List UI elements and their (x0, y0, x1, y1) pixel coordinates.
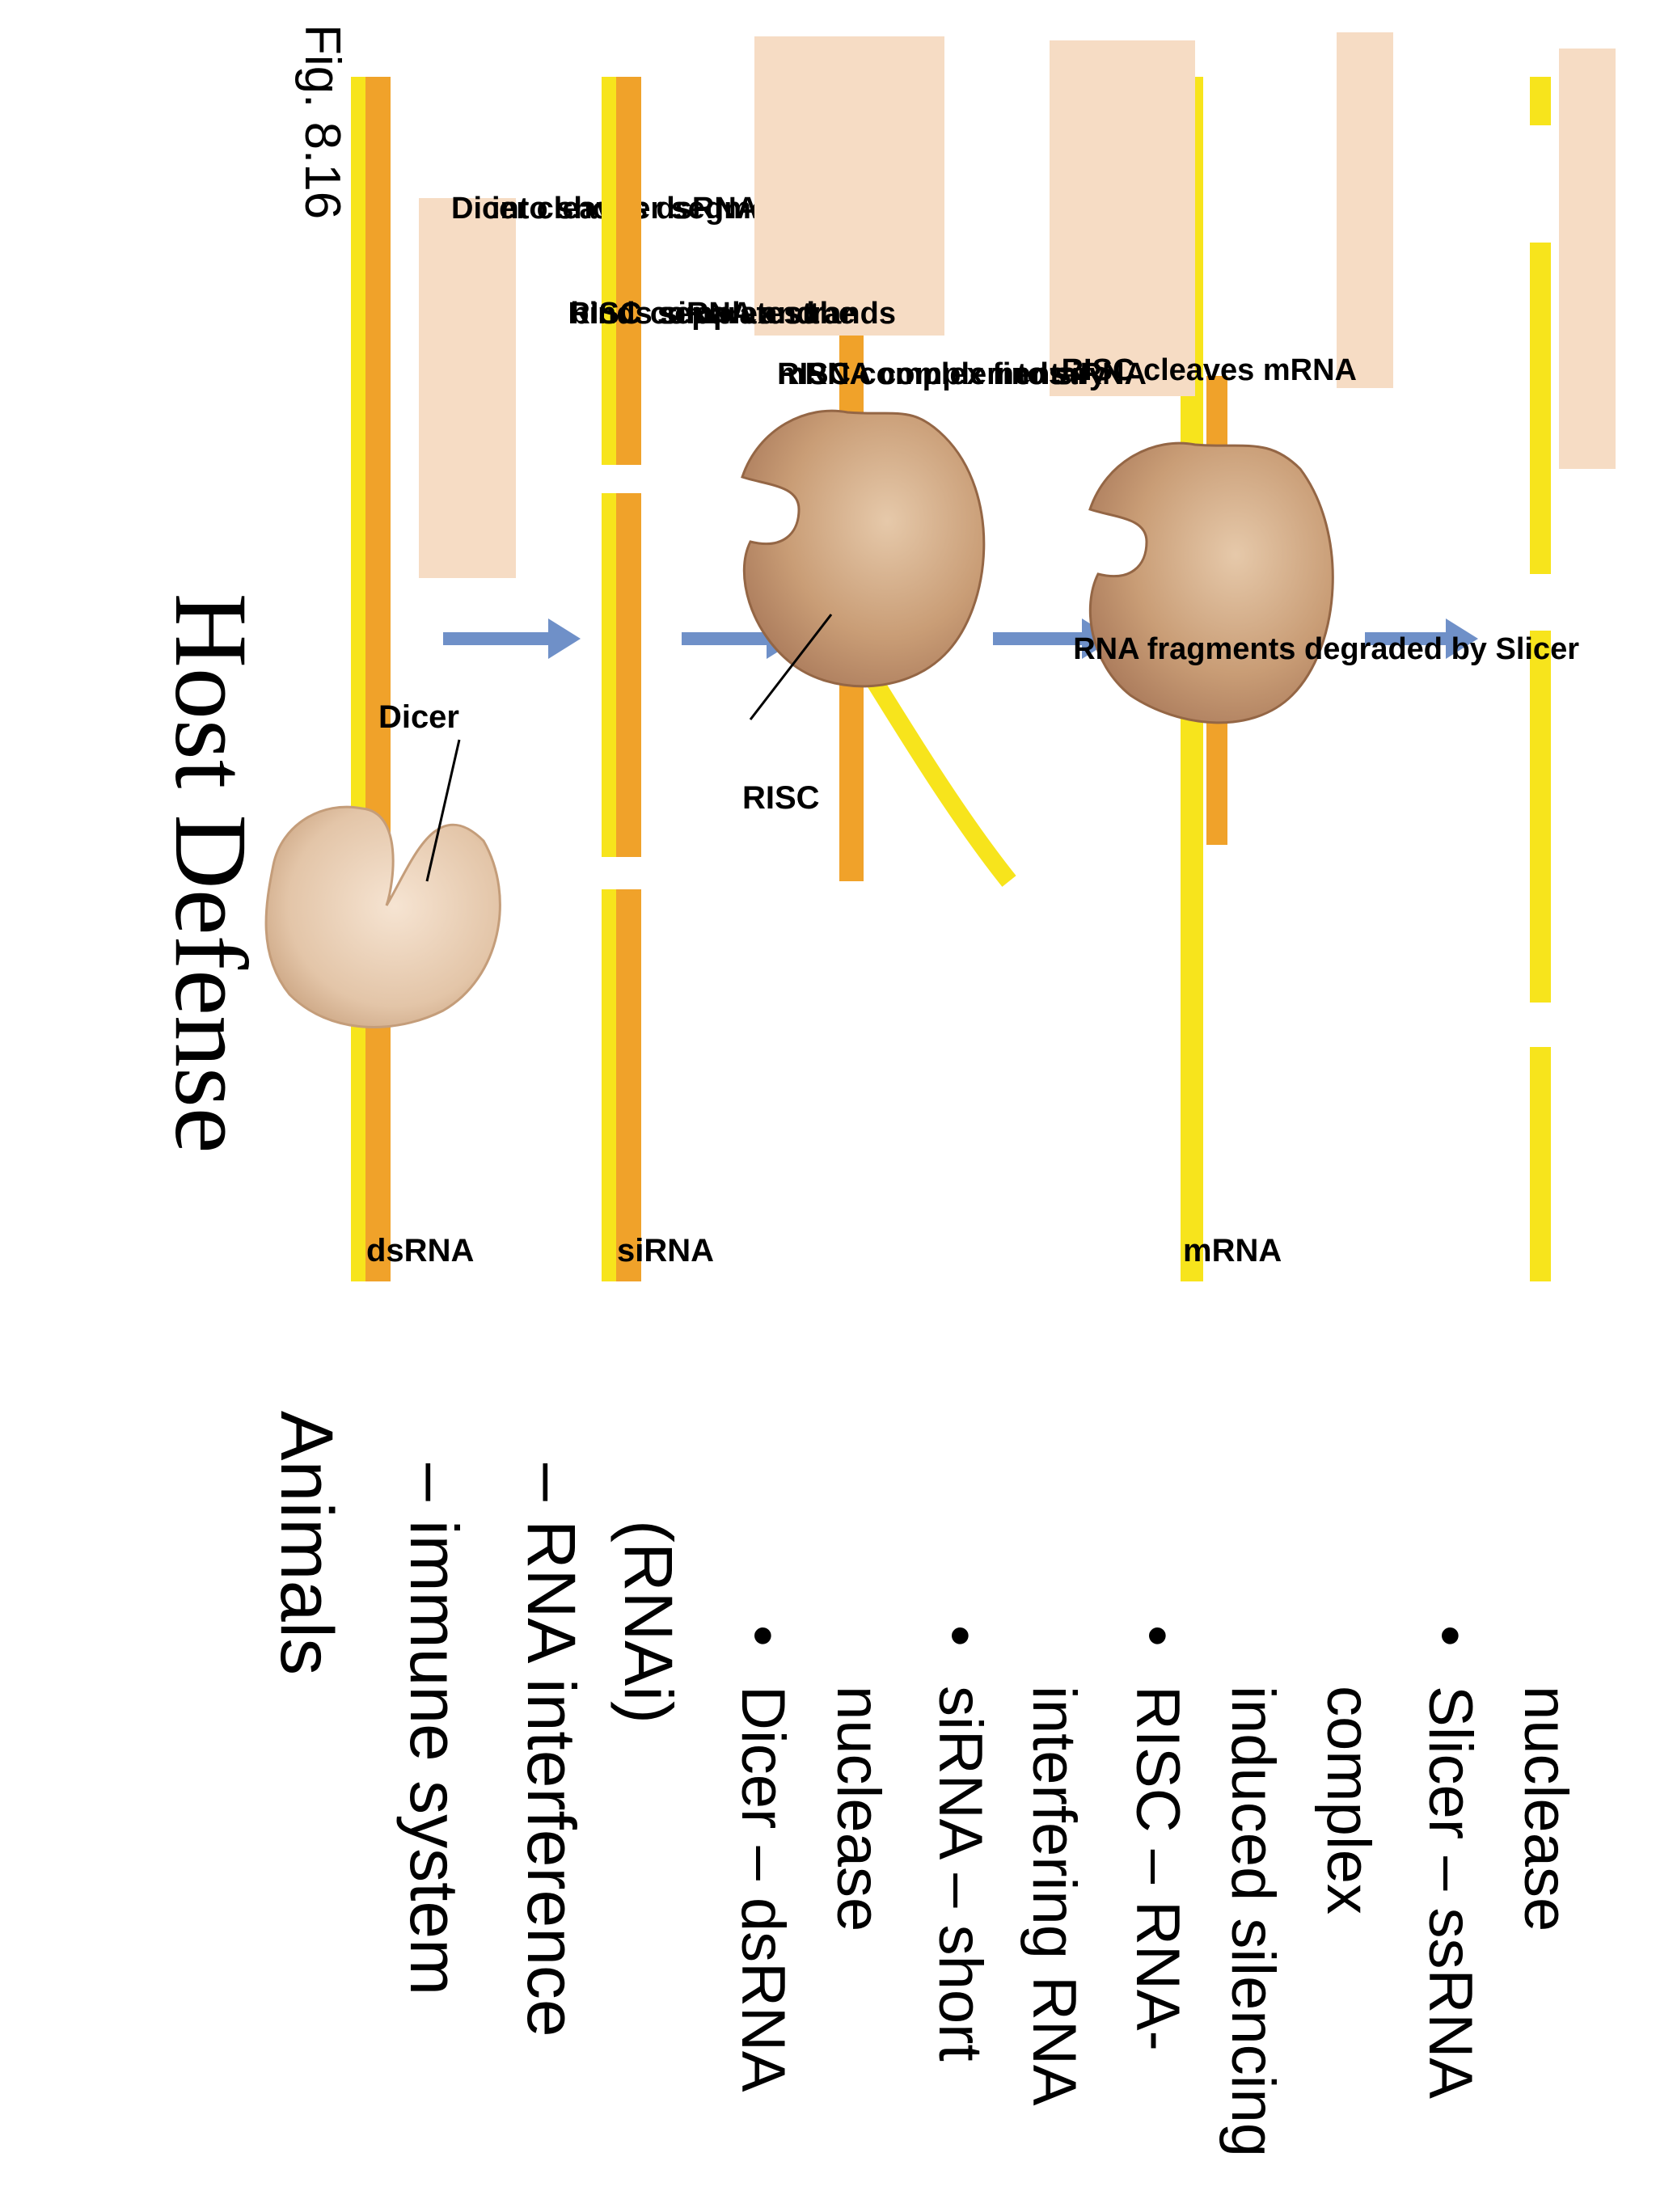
bullet-line: nuclease (824, 1686, 893, 1931)
svg-text:RISC complex finds: RISC complex finds (777, 357, 1066, 391)
bullet-line: (RNAi) (610, 1520, 686, 1724)
bullet-heading: Animals (265, 1411, 348, 1675)
svg-text:mRNA complementary: mRNA complementary (778, 357, 1106, 391)
bullet-line: Slicer – ssRNA (1416, 1686, 1485, 2099)
slide-title: Host Defense (154, 593, 268, 1153)
dicer-enzyme (264, 805, 501, 1028)
dash-marker: – (396, 1463, 472, 1501)
sirna-strand (602, 77, 641, 1281)
step-3-label: RISC complex finds mRNA complementary to… (777, 40, 1195, 396)
step-5-label: RNA fragments degraded by Slicer (1073, 49, 1616, 666)
risc-callout-label: RISC (742, 780, 820, 816)
mrna-label: mRNA (1183, 1233, 1282, 1269)
bullet-line: siRNA – short (926, 1686, 995, 2062)
dsrna-strand (351, 77, 391, 1281)
risc-mrna-complex (1088, 441, 1334, 724)
step-4-arrow (1365, 618, 1478, 659)
dicer-callout-line (425, 739, 461, 882)
dash-marker: – (513, 1463, 589, 1501)
figure-reference: Fig. 8.16 (294, 24, 350, 219)
dot-marker: • (1123, 1625, 1192, 1647)
svg-text:RNA fragments degraded by Slic: RNA fragments degraded by Slicer (1073, 632, 1579, 666)
sirna-label: siRNA (617, 1233, 714, 1269)
svg-text:to siRNA: to siRNA (1017, 357, 1147, 391)
risc-callout-line (749, 614, 833, 720)
bullet-line: nuclease (1511, 1686, 1580, 1931)
step-2-label: RISC complex binds siRNA and separates t… (568, 36, 944, 336)
svg-text:RISC complex: RISC complex (568, 297, 775, 331)
dot-marker: • (1416, 1625, 1485, 1647)
step-1-arrow (443, 618, 581, 659)
bullet-line: immune system (396, 1520, 472, 1995)
dsrna-label: dsRNA (366, 1233, 474, 1269)
dot-marker: • (729, 1625, 797, 1647)
svg-text:strands: strands (785, 297, 896, 331)
bullet-line: complex (1314, 1686, 1383, 1914)
bullet-line: interfering RNA (1020, 1686, 1088, 2106)
svg-text:RISC cleaves mRNA: RISC cleaves mRNA (1062, 353, 1357, 387)
bullet-list: Animals – immune system – RNA interferen… (265, 1411, 1580, 2157)
rnai-diagram: Dicer dsRNA Dicer cleaves dsRNA into sho… (264, 32, 1616, 1281)
svg-text:separates the: separates the (657, 297, 855, 331)
risc-enzyme (741, 409, 986, 688)
step-4-label: RISC cleaves mRNA (1062, 32, 1393, 388)
bullet-line: Dicer – dsRNA (729, 1686, 797, 2092)
dicer-callout-label: Dicer (378, 699, 459, 735)
bullet-line: induced silencing (1219, 1686, 1287, 2157)
svg-text:binds siRNA and: binds siRNA and (570, 297, 815, 331)
bullet-line: RISC – RNA- (1123, 1686, 1192, 2051)
dot-marker: • (926, 1625, 995, 1647)
mrna-fragments (1530, 77, 1551, 1281)
bullet-line: RNA interference (513, 1520, 589, 2037)
